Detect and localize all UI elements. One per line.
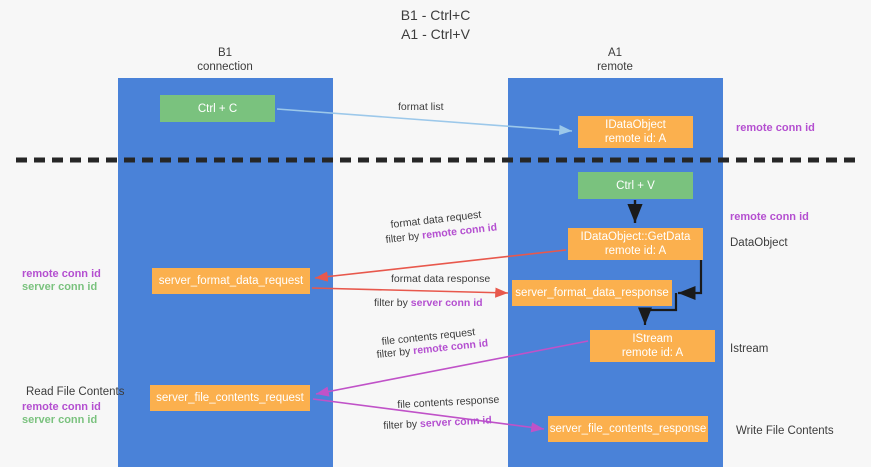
node-server-format-data-request-label: server_format_data_request (158, 275, 304, 287)
node-getdata-label: IDataObject::GetData (580, 231, 691, 243)
edge-label-format-list: format list (398, 101, 444, 113)
key-remote-conn-id-mid-text: remote conn id (730, 211, 809, 223)
key-legend-format-remote: remote conn id (22, 268, 101, 280)
filter-key-2: server conn id (410, 297, 483, 309)
label-dataobject: DataObject (730, 237, 788, 249)
title-line-1: B1 - Ctrl+C (400, 7, 471, 23)
node-server-format-data-request[interactable]: server_format_data_request (152, 268, 310, 294)
node-getdata[interactable]: IDataObject::GetData remote id: A (568, 228, 703, 260)
node-server-file-contents-response[interactable]: server_file_contents_response (548, 416, 708, 442)
filter-key-4: server conn id (419, 414, 493, 431)
node-server-file-contents-request-label: server_file_contents_request (156, 392, 304, 404)
node-server-file-contents-response-label: server_file_contents_response (549, 423, 707, 435)
edge-label-file-contents-response: file contents response (397, 393, 500, 411)
node-istream-label: IStream (632, 333, 673, 345)
key-legend-file-server: server conn id (22, 414, 98, 426)
filter-prefix-4: filter by (383, 418, 421, 432)
column-header-b1: B1 connection (145, 47, 305, 74)
edge-label-format-data-response-filter: filter by server conn id (374, 297, 483, 310)
key-legend-file: remote conn id server conn id (22, 401, 101, 427)
column-header-a1-role: remote (597, 60, 633, 73)
key-remote-conn-id-mid: remote conn id (730, 211, 809, 224)
column-header-a1: A1 remote (535, 47, 695, 74)
edge-label-file-contents-response-filter: filter by server conn id (383, 414, 492, 433)
node-getdata-sub: remote id: A (604, 245, 667, 257)
column-header-b1-role: connection (197, 60, 253, 73)
label-istream: Istream (730, 343, 769, 355)
page-title: B1 - Ctrl+C A1 - Ctrl+V (0, 6, 871, 44)
node-ctrl-v-label: Ctrl + V (616, 179, 655, 192)
key-legend-format: remote conn id server conn id (22, 268, 101, 294)
label-read-file-contents: Read File Contents (26, 386, 125, 398)
edge-format-data-response (311, 287, 509, 298)
edge-label-format-data-response: format data response (391, 273, 491, 285)
column-header-a1-name: A1 (607, 47, 623, 59)
filter-prefix-1: filter by (385, 229, 423, 246)
node-idataobject-label: IDataObject (605, 119, 666, 131)
node-server-file-contents-request[interactable]: server_file_contents_request (150, 385, 310, 411)
node-idataobject[interactable]: IDataObject remote id: A (578, 116, 693, 148)
key-remote-conn-id-top: remote conn id (736, 122, 815, 135)
node-ctrl-c[interactable]: Ctrl + C (160, 95, 275, 122)
title-line-2: A1 - Ctrl+V (401, 26, 470, 42)
key-legend-format-server: server conn id (22, 281, 98, 293)
node-idataobject-sub: remote id: A (604, 133, 667, 145)
column-header-b1-name: B1 (217, 47, 233, 59)
node-ctrl-v[interactable]: Ctrl + V (578, 172, 693, 199)
key-legend-file-remote: remote conn id (22, 401, 101, 413)
node-istream-sub: remote id: A (621, 347, 684, 359)
node-server-format-data-response-label: server_format_data_response (515, 287, 669, 299)
filter-prefix-2: filter by (374, 297, 411, 309)
filter-prefix-3: filter by (376, 345, 414, 361)
node-ctrl-c-label: Ctrl + C (197, 102, 238, 115)
node-istream[interactable]: IStream remote id: A (590, 330, 715, 362)
key-remote-conn-id-top-text: remote conn id (736, 122, 815, 134)
label-write-file-contents: Write File Contents (736, 425, 834, 437)
node-server-format-data-response[interactable]: server_format_data_response (512, 280, 672, 306)
